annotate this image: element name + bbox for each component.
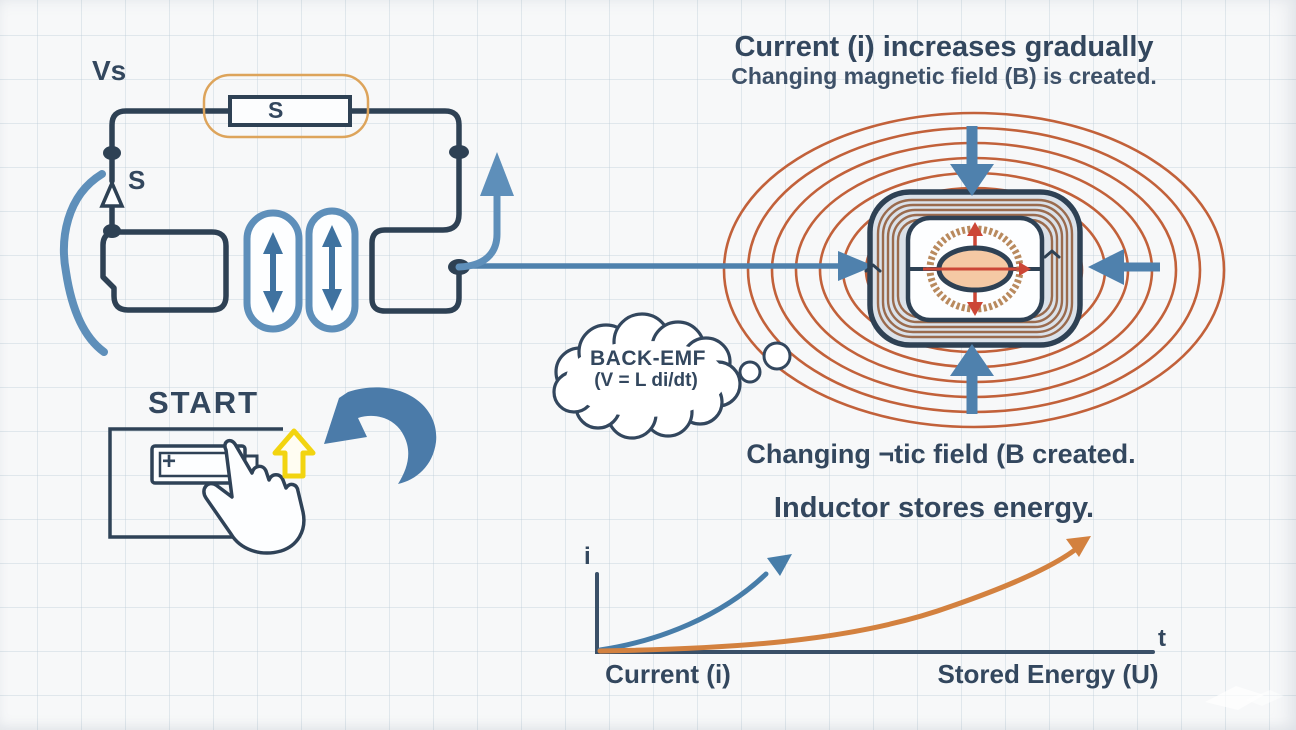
thought-bubble — [552, 312, 792, 440]
field-horizontal-arrow — [923, 262, 1031, 276]
resistor-highlight-ring — [202, 73, 370, 139]
circuit-diagram — [60, 73, 514, 356]
start-panel — [108, 427, 283, 539]
changing-field-caption: Changing ¬tic field (B created. — [746, 439, 1136, 469]
wire-lower-left-loop — [100, 229, 229, 313]
switch-symbol — [99, 178, 125, 208]
wire-top-left — [109, 108, 233, 153]
paper-watermark — [1205, 686, 1284, 710]
right-arrow-head — [1088, 249, 1124, 285]
winding-direction-chevron-left — [864, 263, 882, 273]
energy-curve-arrowhead — [1066, 536, 1091, 557]
circuit-nodes — [103, 145, 470, 275]
pressing-hand-icon — [202, 438, 306, 555]
graph-current-series-label: Current (i) — [605, 659, 731, 689]
back-emf-formula: (V = L di/dt) — [594, 370, 698, 391]
graph-axes — [595, 572, 1155, 654]
bubble-trail-small — [738, 360, 762, 384]
graph-x-axis-label: t — [1158, 625, 1166, 652]
bottom-arrow-head — [950, 344, 994, 376]
resistor-label: S — [268, 97, 284, 123]
source-voltage-label: Vs — [92, 55, 127, 86]
energy-curve — [597, 543, 1083, 654]
yellow-up-arrow — [272, 428, 316, 479]
inductor-core — [864, 189, 1083, 348]
bubble-trail-large — [762, 341, 792, 371]
resistor-box — [228, 95, 352, 127]
battery-plus-sign: + — [162, 448, 177, 475]
headline-line1: Current (i) increases gradually — [734, 31, 1154, 63]
top-arrow-head — [950, 164, 994, 196]
start-illustration — [108, 387, 437, 555]
wire-right-loop — [347, 108, 462, 314]
graph-energy-series-label: Stored Energy (U) — [937, 659, 1159, 689]
start-title: START — [148, 385, 260, 420]
winding-direction-chevron-right — [1043, 249, 1061, 259]
cloud-body — [566, 341, 726, 417]
blue-swoosh-arrow — [324, 387, 437, 484]
current-rise-arrow — [455, 152, 514, 271]
current-curve — [597, 571, 769, 653]
inductor-coil-symbols — [243, 207, 359, 333]
switch-label: S — [128, 165, 146, 195]
headline-line2: Changing magnetic field (B) is created. — [731, 63, 1157, 89]
inductor-caption: Inductor stores energy. — [773, 492, 1095, 524]
back-emf-text: BACK-EMF — [590, 347, 706, 370]
inward-field-arrows — [950, 126, 1160, 414]
current-energy-graph — [595, 536, 1155, 654]
current-curve-arrowhead — [767, 554, 792, 576]
circuit-blue-bypass-wire — [60, 170, 108, 356]
current-flow-arrow — [466, 251, 874, 281]
coil-double-arrows — [263, 225, 342, 313]
graph-y-axis-label: i — [584, 543, 591, 570]
